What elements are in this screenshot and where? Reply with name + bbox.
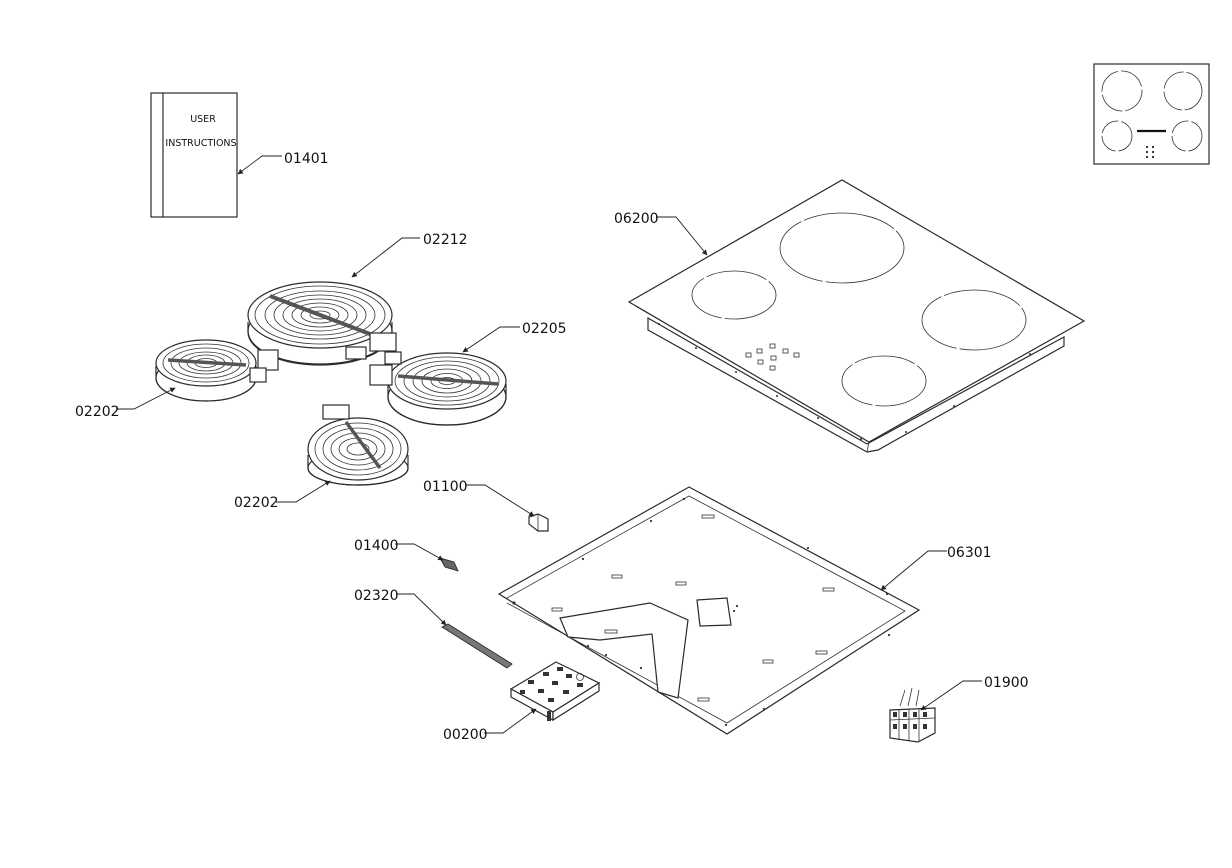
clip-01100 — [528, 513, 549, 532]
terminal-block-01900 — [889, 687, 936, 743]
part-label-06301[interactable]: 06301 — [947, 545, 992, 561]
part-label-01401[interactable]: 01401 — [284, 151, 329, 167]
leader-06301 — [880, 550, 947, 591]
part-label-01100[interactable]: 01100 — [423, 479, 468, 495]
heating-element-02202-bottom — [307, 404, 409, 486]
leader-00200 — [484, 708, 537, 734]
part-label-02202-left[interactable]: 02202 — [75, 404, 120, 420]
heating-element-02202-left — [155, 339, 279, 402]
part-label-01400[interactable]: 01400 — [354, 538, 399, 554]
part-label-06200[interactable]: 06200 — [614, 211, 659, 227]
connector-01400 — [439, 557, 459, 572]
leader-02212 — [351, 237, 420, 278]
touch-strip-02320 — [441, 623, 513, 669]
booklet-title-line2: INSTRUCTIONS — [165, 138, 236, 149]
booklet-title-line1: USER — [190, 114, 216, 125]
leader-01100 — [465, 484, 535, 517]
glass-ceramic-hob-06200 — [627, 179, 1086, 453]
hob-layout-thumbnail — [1093, 63, 1210, 165]
leader-06200 — [656, 216, 708, 256]
leader-02320 — [396, 593, 447, 626]
leader-01900 — [920, 680, 982, 711]
leader-01401 — [237, 155, 282, 175]
part-label-00200[interactable]: 00200 — [443, 727, 488, 743]
part-label-01900[interactable]: 01900 — [984, 675, 1029, 691]
heating-element-02212 — [247, 281, 397, 366]
part-label-02320[interactable]: 02320 — [354, 588, 399, 604]
bottom-housing-tray-06301 — [497, 486, 921, 735]
part-label-02212[interactable]: 02212 — [423, 232, 468, 248]
part-label-02202-bottom[interactable]: 02202 — [234, 495, 279, 511]
leader-02205 — [462, 326, 520, 353]
heating-element-02205 — [369, 351, 507, 426]
leader-01400 — [395, 543, 444, 561]
control-board-00200 — [509, 661, 601, 722]
user-instructions-booklet: USER INSTRUCTIONS — [150, 92, 238, 218]
leader-02202-bottom — [276, 480, 331, 503]
part-label-02205[interactable]: 02205 — [522, 321, 567, 337]
leader-02202-left — [116, 387, 176, 410]
